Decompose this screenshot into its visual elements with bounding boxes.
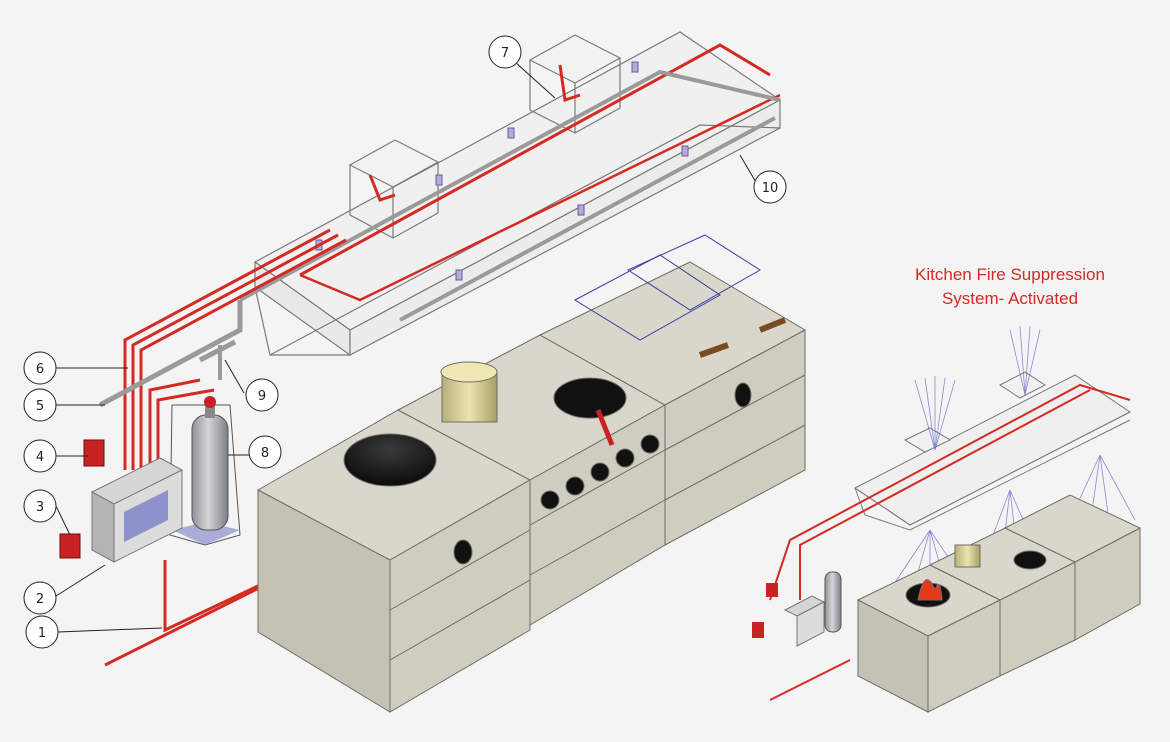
callout-7-label: 7 — [501, 46, 509, 61]
wok-range — [256, 409, 532, 713]
callout-1-label: 1 — [38, 626, 46, 641]
manual-release — [59, 439, 105, 559]
callout-2-label: 2 — [36, 592, 44, 607]
callout-9: 9 — [245, 378, 279, 412]
hood-pipework — [239, 43, 781, 322]
inset-title-line-1: Kitchen Fire Suppression — [915, 265, 1105, 284]
callout-5-label: 5 — [36, 399, 44, 414]
callout-10-label: 10 — [762, 181, 779, 196]
callout-10: 10 — [753, 170, 787, 204]
riser-pipes — [98, 228, 347, 667]
callout-8: 8 — [248, 435, 282, 469]
burner-range — [396, 334, 667, 626]
agent-cylinder — [169, 396, 241, 546]
callout-5: 5 — [23, 388, 57, 422]
callout-8-label: 8 — [261, 446, 269, 461]
callout-1: 1 — [25, 615, 59, 649]
inset-cylinder — [752, 571, 842, 647]
callout-9-label: 9 — [258, 389, 266, 404]
inset-title-line-2: System- Activated — [941, 289, 1079, 308]
callout-4-label: 4 — [36, 450, 44, 465]
control-panel — [90, 457, 184, 563]
activated-system-inset — [752, 325, 1142, 713]
callout-6-label: 6 — [36, 362, 44, 377]
callout-2: 2 — [23, 581, 57, 615]
callout-3-label: 3 — [36, 500, 44, 515]
fryer — [538, 234, 807, 546]
callout-3: 3 — [23, 489, 57, 523]
callout-7: 7 — [488, 35, 522, 69]
callouts — [55, 61, 758, 633]
callout-4: 4 — [23, 439, 57, 473]
callout-6: 6 — [23, 351, 57, 385]
